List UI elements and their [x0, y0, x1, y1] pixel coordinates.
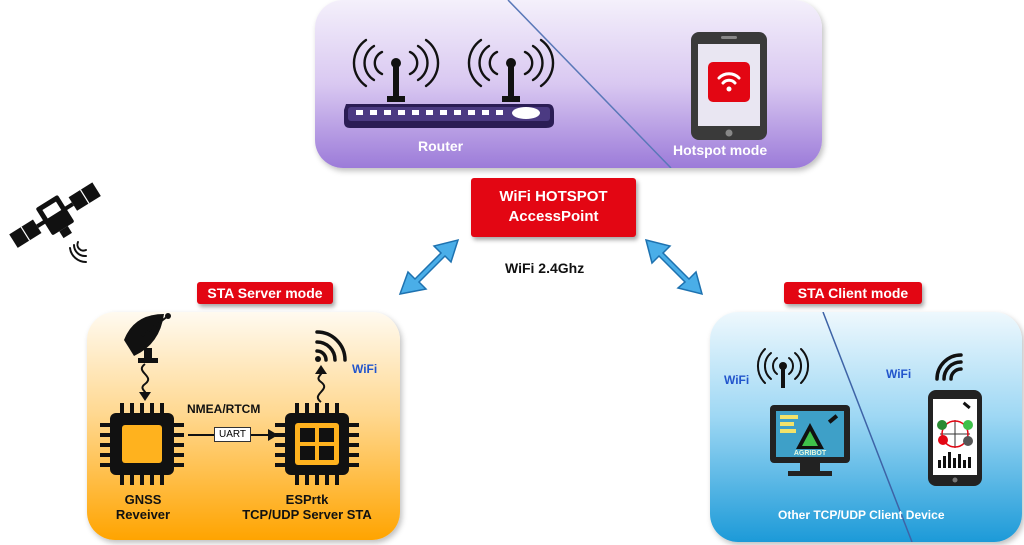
gnss-receiver-label: GNSS Reveiver — [108, 492, 178, 522]
esprtk-line2: TCP/UDP Server STA — [242, 507, 372, 522]
agribot-monitor-icon — [770, 405, 850, 476]
smartphone-hotspot-icon — [691, 32, 767, 140]
client-wifi-left-label: WiFi — [724, 373, 750, 387]
server-wifi-label: WiFi — [352, 362, 378, 376]
accesspoint-line2: AccessPoint — [508, 208, 599, 225]
smartphone-client-icon — [928, 390, 982, 486]
right-double-arrow-icon — [644, 238, 704, 296]
client-wifi-right-label: WiFi — [886, 367, 912, 381]
esp-chip-icon — [275, 403, 359, 485]
router-label: Router — [418, 138, 464, 154]
wifi-band-label: WiFi 2.4Ghz — [505, 260, 585, 276]
esprtk-line1: ESPrtk — [285, 492, 329, 507]
satellite-dish-icon — [124, 313, 171, 363]
sta-server-mode-badge: STA Server mode — [197, 282, 333, 304]
panel-divider-line — [507, 0, 672, 168]
antenna-icon — [756, 348, 810, 388]
gnss-wave-arrow — [139, 363, 151, 401]
agribot-brand-label: AGRIBOT — [793, 450, 827, 457]
wifi-hotspot-accesspoint-box: WiFi HOTSPOT AccessPoint — [471, 178, 636, 237]
router-icon — [344, 38, 555, 128]
client-divider-line — [822, 312, 913, 542]
left-double-arrow-icon — [398, 238, 460, 295]
wifi-signal-icon — [315, 330, 347, 362]
gnss-chip-icon — [100, 403, 184, 485]
esp-wave-arrow — [315, 365, 327, 403]
gnss-line2: Reveiver — [115, 507, 171, 522]
satellite-icon — [9, 182, 101, 264]
sta-client-mode-badge: STA Client mode — [784, 282, 922, 304]
hotspot-mode-label: Hotspot mode — [673, 142, 768, 158]
uart-label: UART — [214, 427, 252, 442]
accesspoint-line1: WiFi HOTSPOT — [499, 188, 608, 205]
nmea-rtcm-label: NMEA/RTCM — [187, 402, 261, 416]
client-wifi-signal-icon — [935, 353, 963, 381]
gnss-line1: GNSS — [124, 492, 162, 507]
esprtk-label: ESPrtk TCP/UDP Server STA — [232, 492, 382, 522]
client-device-label: Other TCP/UDP Client Device — [778, 508, 945, 522]
